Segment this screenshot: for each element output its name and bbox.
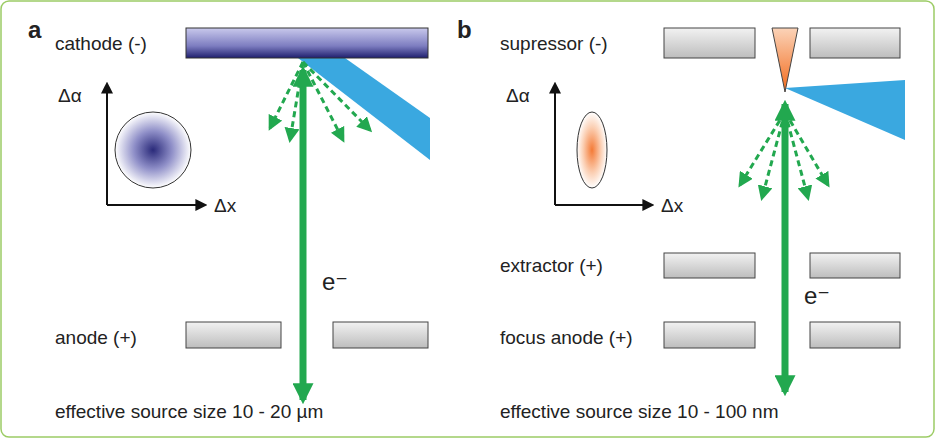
- source-size-note: effective source size 10 - 20 µm: [55, 402, 323, 421]
- axis-label: Δα: [58, 86, 82, 105]
- electron-label: e⁻: [322, 270, 348, 294]
- panel-letter: a: [28, 18, 41, 42]
- panel-letter: b: [457, 18, 472, 42]
- electrode-label: focus anode (+): [500, 328, 633, 347]
- electrode-label: anode (+): [55, 328, 137, 347]
- electrode-label: cathode (-): [55, 34, 147, 53]
- electrode-label: extractor (+): [500, 256, 603, 275]
- axis-label: Δx: [661, 196, 683, 215]
- electron-label: e⁻: [804, 284, 830, 308]
- electrode-label: supressor (-): [500, 34, 608, 53]
- axis-label: Δα: [506, 86, 530, 105]
- source-size-note: effective source size 10 - 100 nm: [500, 402, 778, 421]
- axis-label: Δx: [214, 196, 236, 215]
